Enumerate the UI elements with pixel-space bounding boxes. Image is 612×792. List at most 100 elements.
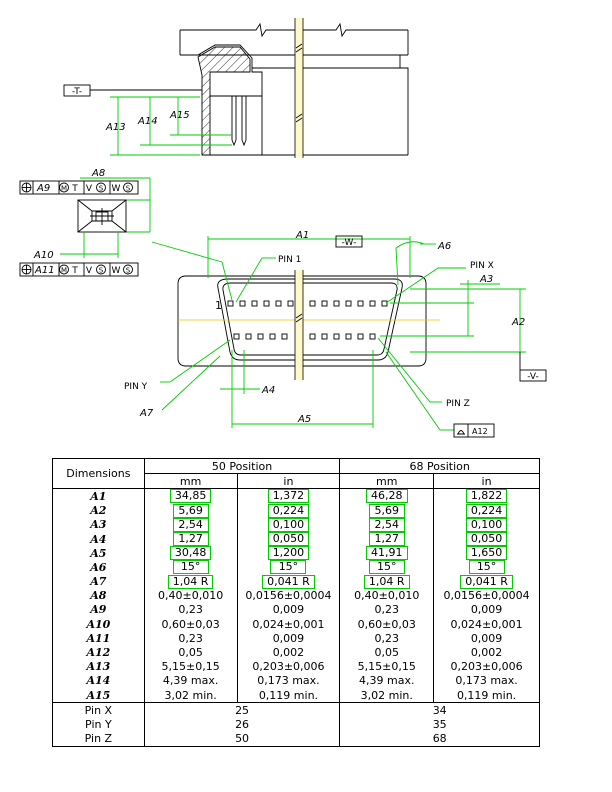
fcf-a9-v: V xyxy=(86,184,93,194)
boxed-value: 1,372 xyxy=(267,489,310,504)
pin-50: 26 xyxy=(143,717,341,732)
cell-in50: 0,050 xyxy=(236,531,341,547)
pin-x-label: PIN X xyxy=(470,261,494,271)
cell-mm50: 0,23 xyxy=(143,631,238,646)
boxed-value: 1,650 xyxy=(465,546,508,561)
cell-mm68: 15° xyxy=(339,560,435,575)
row-label: A14 xyxy=(52,673,145,688)
boxed-value: 41,91 xyxy=(366,546,408,561)
boxed-value: 0,050 xyxy=(267,532,310,547)
cell-in50: 0,009 xyxy=(236,602,341,618)
row-label: A8 xyxy=(52,588,145,603)
pin-name: Pin Y xyxy=(52,717,145,732)
cell-mm50: 34,85 xyxy=(143,488,238,504)
cell-in68: 0,173 max. xyxy=(433,673,540,688)
cell-mm50: 0,05 xyxy=(143,645,238,660)
cell-mm68: 1,04 R xyxy=(339,574,435,589)
dim-a13-label: A13 xyxy=(105,122,126,133)
cell-in50: 0,041 R xyxy=(236,574,341,589)
cell-in68: 1,650 xyxy=(433,546,540,561)
fcf-a9-m: M xyxy=(61,185,67,193)
cell-mm50: 1,04 R xyxy=(143,574,238,589)
cell-in50: 1,372 xyxy=(236,488,341,504)
cell-in68: 0,041 R xyxy=(433,574,540,589)
boxed-value: 15° xyxy=(172,560,209,575)
unit-in-50: in xyxy=(236,473,341,490)
boxed-value: 0,224 xyxy=(465,503,508,518)
cell-in68: 1,822 xyxy=(433,488,540,504)
header-dimensions: Dimensions xyxy=(52,457,145,490)
pin-row-top xyxy=(227,300,388,307)
row-label: A13 xyxy=(52,659,145,674)
pin-one-mark: 1 xyxy=(215,299,222,312)
unit-in-68: in xyxy=(433,473,540,490)
cell-in68: 0,100 xyxy=(433,517,540,532)
pin-row-bottom xyxy=(233,333,376,340)
header-68-position: 68 Position xyxy=(339,457,540,475)
fcf-a11-v: V xyxy=(86,266,93,276)
boxed-value: 1,27 xyxy=(368,532,405,547)
boxed-value: 34,85 xyxy=(169,489,212,504)
connector-drawing: -T- A13 A14 A15 A9 M T V xyxy=(19,18,547,438)
datum-w-label: -W- xyxy=(342,238,357,248)
fcf-a11: A11 M T V S W S xyxy=(19,262,139,277)
cell-in50: 0,009 xyxy=(236,631,341,646)
cell-in68: 0,224 xyxy=(433,503,540,518)
boxed-value: 0,041 R xyxy=(262,574,315,589)
fcf-a11-t: T xyxy=(71,266,78,276)
fcf-a9-w: W xyxy=(112,184,121,194)
cell-in50: 0,0156±0,0004 xyxy=(236,588,341,603)
dim-a4-label: A4 xyxy=(261,385,275,396)
pin-y-label: PIN Y xyxy=(124,382,148,392)
cell-in50: 0,002 xyxy=(236,645,341,660)
dim-a5-label: A5 xyxy=(297,414,311,425)
cell-in68: 0,119 min. xyxy=(433,688,540,703)
cell-mm50: 15° xyxy=(143,560,238,575)
cell-in50: 0,224 xyxy=(236,503,341,518)
cell-mm50: 0,23 xyxy=(143,602,238,618)
fcf-a11-s1: S xyxy=(99,267,104,275)
fcf-a9-s2: S xyxy=(126,185,131,193)
pin-name: Pin Z xyxy=(52,731,145,747)
boxed-value: 15° xyxy=(270,560,307,575)
dim-a14-label: A14 xyxy=(137,116,158,127)
fcf-a11-name: A11 xyxy=(34,265,55,276)
dim-a7-label: A7 xyxy=(139,408,154,419)
fcf-a9-name: A9 xyxy=(36,183,50,194)
cell-mm68: 5,69 xyxy=(339,503,435,518)
cell-in68: 0,009 xyxy=(433,602,540,618)
boxed-value: 2,54 xyxy=(368,517,405,532)
boxed-value: 1,822 xyxy=(465,489,508,504)
front-view: 1 A1 -W- A6 PIN 1 PIN X A3 xyxy=(124,230,547,438)
pin-68: 68 xyxy=(339,731,540,747)
boxed-value: 1,04 R xyxy=(363,574,410,589)
side-view: -T- A13 A14 A15 xyxy=(63,18,409,158)
boxed-value: 1,27 xyxy=(172,532,209,547)
dim-a8-label: A8 xyxy=(91,168,105,179)
boxed-value: 0,050 xyxy=(465,532,508,547)
row-label: A7 xyxy=(52,574,145,589)
cell-in50: 0,173 max. xyxy=(236,673,341,688)
cell-mm50: 4,39 max. xyxy=(143,673,238,688)
cell-in68: 0,203±0,006 xyxy=(433,659,540,674)
cell-mm68: 4,39 max. xyxy=(339,673,435,688)
fcf-a11-m: M xyxy=(61,267,67,275)
cell-in50: 0,100 xyxy=(236,517,341,532)
dim-a6-label: A6 xyxy=(437,241,451,252)
row-label: A5 xyxy=(52,546,145,561)
boxed-value: 0,100 xyxy=(465,517,508,532)
row-label: A12 xyxy=(52,645,145,660)
boxed-value: 15° xyxy=(468,560,505,575)
boxed-value: 5,69 xyxy=(172,503,209,518)
row-label: A3 xyxy=(52,517,145,532)
cell-mm68: 2,54 xyxy=(339,517,435,532)
dim-a2-label: A2 xyxy=(511,317,525,328)
row-label: A9 xyxy=(52,602,145,618)
